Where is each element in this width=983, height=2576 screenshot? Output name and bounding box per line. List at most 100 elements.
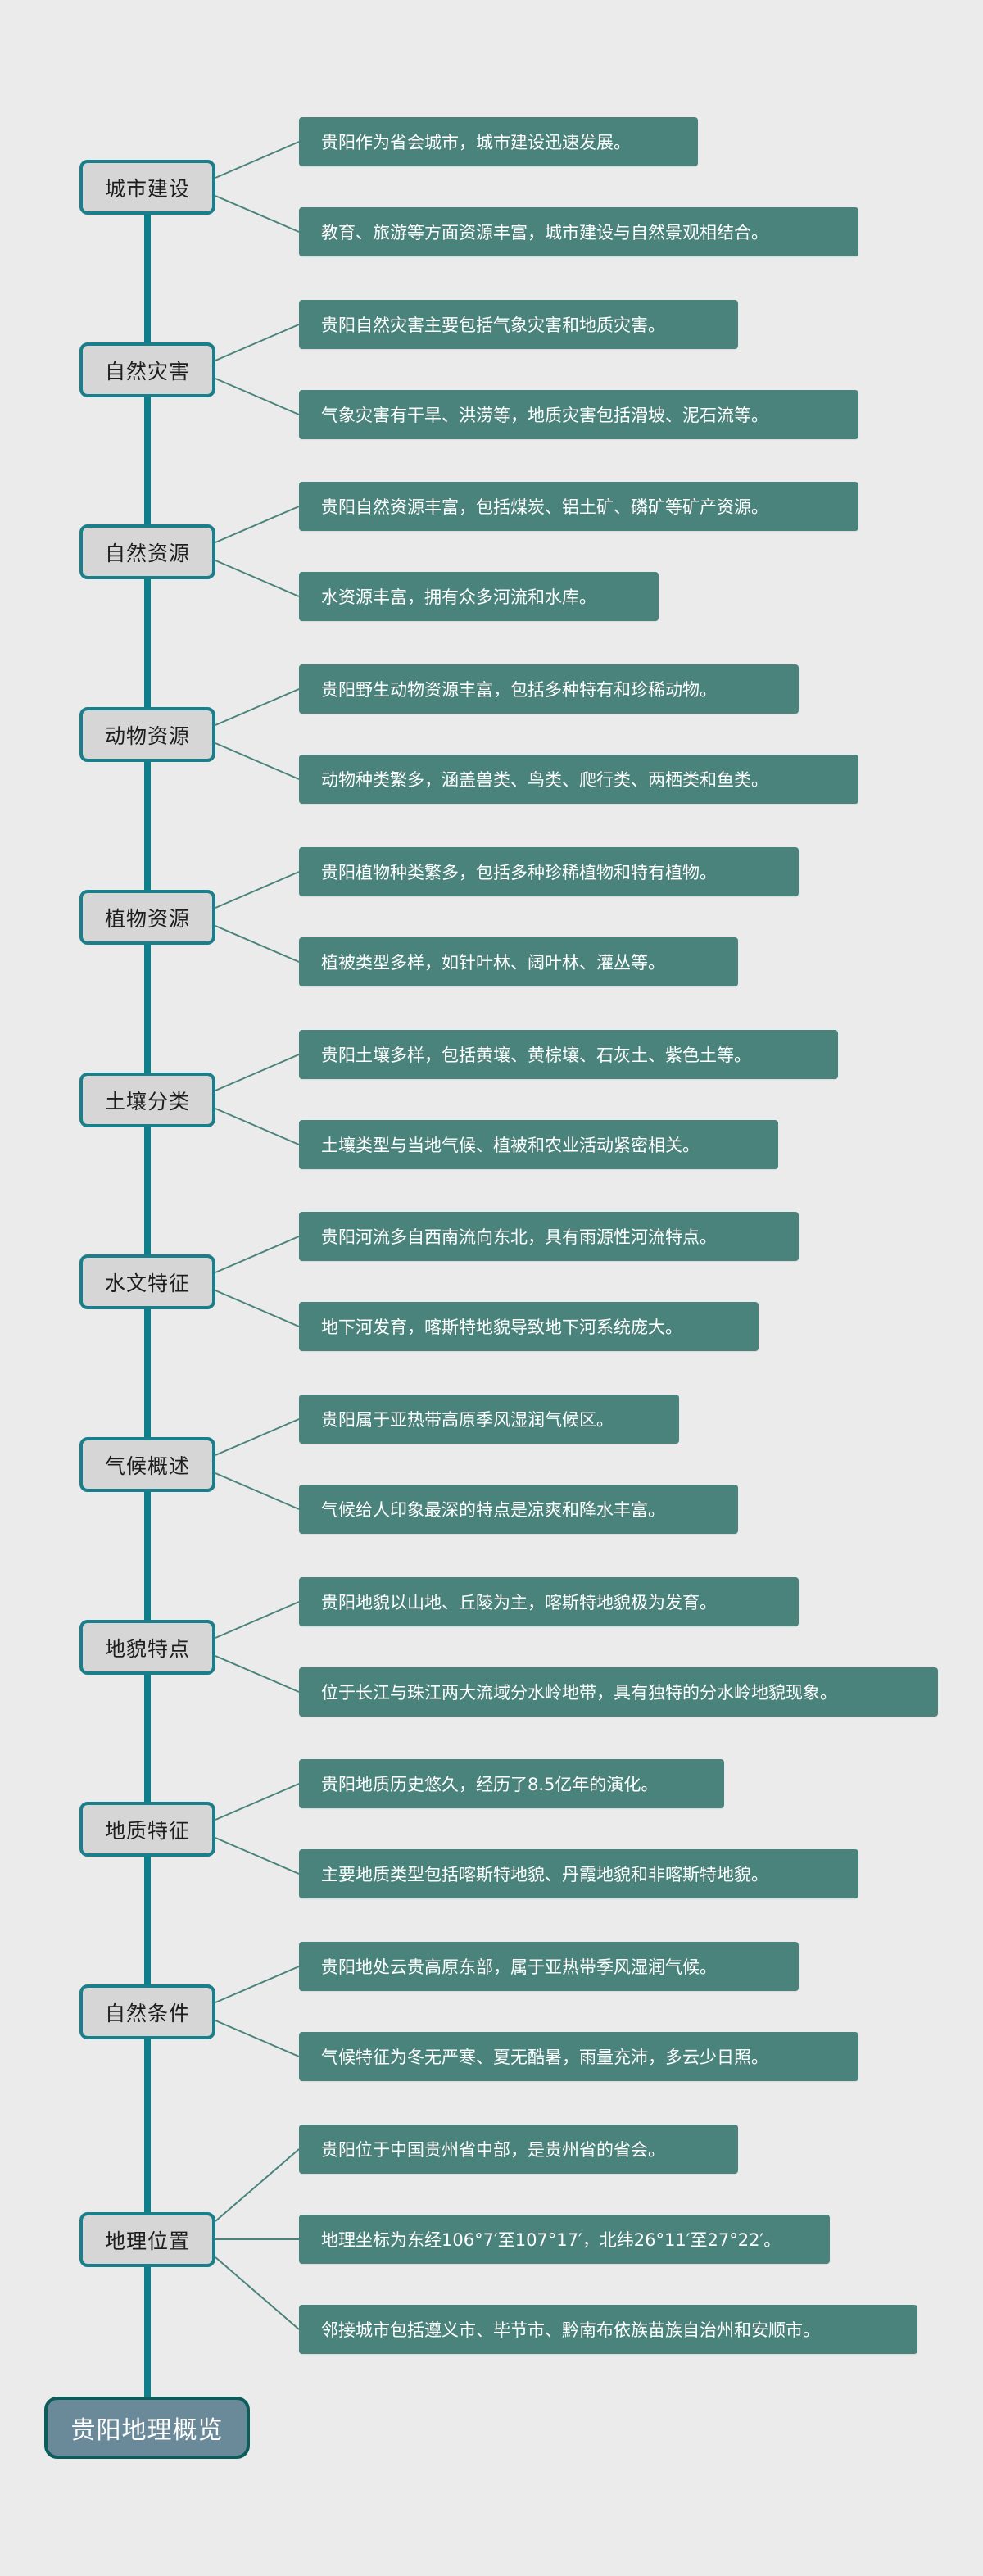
connector-line <box>215 1290 300 1327</box>
category-label: 自然灾害 <box>104 359 190 383</box>
category-label: 水文特征 <box>104 1271 190 1295</box>
leaf-node[interactable]: 贵阳作为省会城市，城市建设迅速发展。 <box>299 117 698 166</box>
connector-line <box>215 141 300 179</box>
leaf-node[interactable]: 邻接城市包括遵义市、毕节市、黔南布依族苗族自治州和安顺市。 <box>299 2305 917 2354</box>
connector-line <box>215 871 300 909</box>
leaf-text: 地下河发育，喀斯特地貌导致地下河系统庞大。 <box>321 1317 682 1337</box>
connector-line <box>215 506 300 543</box>
connector-line <box>215 688 300 726</box>
category-label: 土壤分类 <box>104 1089 190 1113</box>
leaf-node[interactable]: 植被类型多样，如针叶林、阔叶林、灌丛等。 <box>299 937 738 986</box>
category-node[interactable]: 自然条件 <box>79 1984 215 2039</box>
leaf-node[interactable]: 水资源丰富，拥有众多河流和水库。 <box>299 572 659 621</box>
leaf-node[interactable]: 贵阳自然资源丰富，包括煤炭、铝土矿、磷矿等矿产资源。 <box>299 482 858 531</box>
leaf-text: 动物种类繁多，涵盖兽类、鸟类、爬行类、两栖类和鱼类。 <box>321 770 768 790</box>
leaf-text: 贵阳土壤多样，包括黄壤、黄棕壤、石灰土、紫色土等。 <box>321 1045 751 1065</box>
category-node[interactable]: 水文特征 <box>79 1254 215 1309</box>
category-node[interactable]: 动物资源 <box>79 707 215 762</box>
leaf-node[interactable]: 土壤类型与当地气候、植被和农业活动紧密相关。 <box>299 1120 778 1169</box>
connector-line <box>215 1236 300 1273</box>
leaf-text: 贵阳植物种类繁多，包括多种珍稀植物和特有植物。 <box>321 863 717 882</box>
connector-line <box>215 1837 300 1875</box>
connector-line <box>215 925 300 963</box>
leaf-node[interactable]: 贵阳属于亚热带高原季风湿润气候区。 <box>299 1395 679 1444</box>
leaf-text: 土壤类型与当地气候、植被和农业活动紧密相关。 <box>321 1136 700 1155</box>
leaf-node[interactable]: 贵阳位于中国贵州省中部，是贵州省的省会。 <box>299 2125 738 2174</box>
connector-line <box>215 195 300 233</box>
leaf-node[interactable]: 位于长江与珠江两大流域分水岭地带，具有独特的分水岭地貌现象。 <box>299 1667 938 1717</box>
connector-line <box>215 2020 300 2057</box>
leaf-node[interactable]: 贵阳植物种类繁多，包括多种珍稀植物和特有植物。 <box>299 847 799 896</box>
leaf-node[interactable]: 气候给人印象最深的特点是凉爽和降水丰富。 <box>299 1485 738 1534</box>
leaf-text: 邻接城市包括遵义市、毕节市、黔南布依族苗族自治州和安顺市。 <box>321 2320 820 2340</box>
category-node[interactable]: 植物资源 <box>79 890 215 945</box>
leaf-node[interactable]: 动物种类繁多，涵盖兽类、鸟类、爬行类、两栖类和鱼类。 <box>299 755 858 804</box>
leaf-text: 贵阳河流多自西南流向东北，具有雨源性河流特点。 <box>321 1227 717 1247</box>
category-label: 地貌特点 <box>104 1636 190 1661</box>
leaf-text: 贵阳作为省会城市，城市建设迅速发展。 <box>321 133 631 152</box>
leaf-text: 贵阳野生动物资源丰富，包括多种特有和珍稀动物。 <box>321 680 717 700</box>
leaf-node[interactable]: 主要地质类型包括喀斯特地貌、丹霞地貌和非喀斯特地貌。 <box>299 1849 858 1898</box>
connector-line <box>215 560 300 597</box>
connector-line <box>215 1108 300 1145</box>
category-label: 城市建设 <box>104 176 190 201</box>
category-label: 动物资源 <box>104 723 190 748</box>
connector-line <box>215 1601 300 1639</box>
leaf-node[interactable]: 贵阳河流多自西南流向东北，具有雨源性河流特点。 <box>299 1212 799 1261</box>
leaf-text: 贵阳地处云贵高原东部，属于亚热带季风湿润气候。 <box>321 1957 717 1977</box>
connector-line <box>215 378 300 415</box>
leaf-text: 位于长江与珠江两大流域分水岭地带，具有独特的分水岭地貌现象。 <box>321 1683 837 1703</box>
connector-line <box>215 2148 300 2222</box>
leaf-node[interactable]: 气候特征为冬无严寒、夏无酷暑，雨量充沛，多云少日照。 <box>299 2032 858 2081</box>
category-node[interactable]: 地质特征 <box>79 1802 215 1857</box>
leaf-node[interactable]: 贵阳地质历史悠久，经历了8.5亿年的演化。 <box>299 1759 724 1808</box>
root-node-label: 贵阳地理概览 <box>70 2416 224 2445</box>
leaf-text: 植被类型多样，如针叶林、阔叶林、灌丛等。 <box>321 953 665 973</box>
category-node[interactable]: 土壤分类 <box>79 1073 215 1127</box>
leaf-text: 教育、旅游等方面资源丰富，城市建设与自然景观相结合。 <box>321 223 768 243</box>
category-node[interactable]: 气候概述 <box>79 1437 215 1492</box>
leaf-node[interactable]: 贵阳土壤多样，包括黄壤、黄棕壤、石灰土、紫色土等。 <box>299 1030 838 1079</box>
leaf-node[interactable]: 贵阳地处云贵高原东部，属于亚热带季风湿润气候。 <box>299 1942 799 1991</box>
category-label: 自然条件 <box>104 2001 190 2025</box>
category-node[interactable]: 地理位置 <box>79 2212 215 2267</box>
connector-line <box>215 1783 300 1821</box>
connector-line <box>215 324 300 361</box>
connector-line <box>215 1418 300 1456</box>
category-label: 植物资源 <box>104 906 190 931</box>
connector-line <box>215 1655 300 1693</box>
leaf-text: 水资源丰富，拥有众多河流和水库。 <box>321 587 596 607</box>
leaf-text: 贵阳自然灾害主要包括气象灾害和地质灾害。 <box>321 315 665 335</box>
leaf-node[interactable]: 贵阳自然灾害主要包括气象灾害和地质灾害。 <box>299 300 738 349</box>
category-node[interactable]: 城市建设 <box>79 160 215 215</box>
leaf-node[interactable]: 地下河发育，喀斯特地貌导致地下河系统庞大。 <box>299 1302 759 1351</box>
category-node[interactable]: 自然灾害 <box>79 342 215 397</box>
connector-line <box>215 742 300 780</box>
leaf-text: 贵阳自然资源丰富，包括煤炭、铝土矿、磷矿等矿产资源。 <box>321 497 768 517</box>
category-label: 地质特征 <box>104 1818 190 1843</box>
leaf-node[interactable]: 贵阳地貌以山地、丘陵为主，喀斯特地貌极为发育。 <box>299 1577 799 1626</box>
leaf-text: 贵阳地质历史悠久，经历了8.5亿年的演化。 <box>321 1775 659 1794</box>
leaf-text: 气象灾害有干旱、洪涝等，地质灾害包括滑坡、泥石流等。 <box>321 406 768 425</box>
leaf-text: 地理坐标为东经106°7′至107°17′，北纬26°11′至27°22′。 <box>321 2230 781 2250</box>
category-label: 气候概述 <box>104 1454 190 1478</box>
root-node[interactable]: 贵阳地理概览 <box>44 2397 250 2459</box>
category-label: 地理位置 <box>104 2229 190 2253</box>
category-label: 自然资源 <box>104 541 190 565</box>
connector-line <box>215 1054 300 1091</box>
leaf-text: 贵阳位于中国贵州省中部，是贵州省的省会。 <box>321 2140 665 2160</box>
leaf-node[interactable]: 贵阳野生动物资源丰富，包括多种特有和珍稀动物。 <box>299 664 799 714</box>
leaf-node[interactable]: 地理坐标为东经106°7′至107°17′，北纬26°11′至27°22′。 <box>299 2215 830 2264</box>
leaf-node[interactable]: 气象灾害有干旱、洪涝等，地质灾害包括滑坡、泥石流等。 <box>299 390 858 439</box>
leaf-text: 主要地质类型包括喀斯特地貌、丹霞地貌和非喀斯特地貌。 <box>321 1865 768 1884</box>
connector-line <box>215 1472 300 1510</box>
leaf-text: 气候特征为冬无严寒、夏无酷暑，雨量充沛，多云少日照。 <box>321 2048 768 2067</box>
leaf-text: 贵阳属于亚热带高原季风湿润气候区。 <box>321 1410 614 1430</box>
leaf-text: 贵阳地貌以山地、丘陵为主，喀斯特地貌极为发育。 <box>321 1593 717 1612</box>
category-node[interactable]: 地貌特点 <box>79 1620 215 1675</box>
category-node[interactable]: 自然资源 <box>79 524 215 579</box>
leaf-node[interactable]: 教育、旅游等方面资源丰富，城市建设与自然景观相结合。 <box>299 207 858 256</box>
connector-line <box>215 2256 300 2330</box>
